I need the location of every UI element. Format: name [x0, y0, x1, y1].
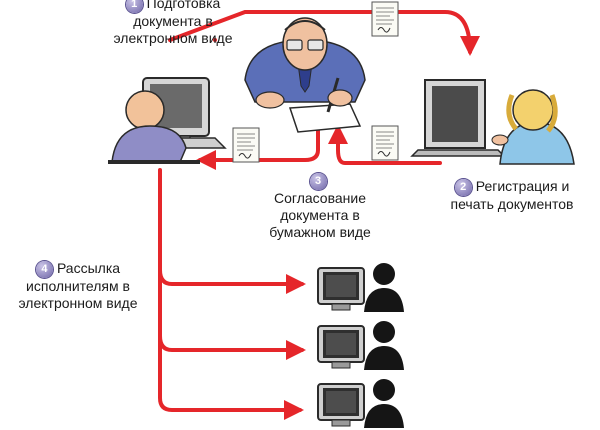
document-icon [371, 125, 399, 161]
step-4-line-1: Рассылка [56, 260, 121, 276]
step-2-line-1: Регистрация и [475, 178, 570, 194]
arrow-secretary-to-manager [328, 124, 442, 165]
step-1-line-2: документа в [133, 12, 213, 29]
step-3-line-1: Согласование [274, 189, 366, 206]
step-3-line-2: документа в [280, 206, 360, 223]
arrow-to-recipient-1 [158, 268, 306, 294]
secretary-at-laptop-icon [410, 79, 575, 165]
clerk-at-computer-icon [108, 77, 227, 164]
recipient-computer-icon [317, 262, 405, 313]
step-3-line-3: бумажном виде [269, 223, 371, 240]
step-3-badge: 3 [309, 172, 327, 190]
step-1-line-1: Подготовка [146, 0, 221, 11]
step-4-badge: 4 [35, 260, 53, 278]
step-3-label: 3 Согласование документа в бумажном виде [255, 172, 385, 241]
recipient-computer-icon [317, 320, 405, 371]
step-1-badge: 1 [125, 0, 143, 13]
arrow-to-recipient-2 [158, 334, 306, 360]
step-2-badge: 2 [454, 178, 472, 196]
recipient-computer-icon [317, 378, 405, 429]
document-icon [371, 1, 399, 37]
arrow-manager-to-clerk [196, 126, 320, 170]
arrows [158, 10, 480, 420]
manager-signing-icon [244, 17, 366, 133]
step-4-line-2: исполнителям в [26, 277, 130, 294]
arrow-distribution-trunk [158, 168, 304, 420]
document-icon [232, 127, 260, 163]
step-2-line-2: печать документов [450, 195, 574, 212]
arrow-clerk-to-manager [168, 10, 480, 56]
step-4-line-3: электронном виде [18, 294, 138, 311]
step-1-line-3: электронном виде [113, 29, 233, 46]
